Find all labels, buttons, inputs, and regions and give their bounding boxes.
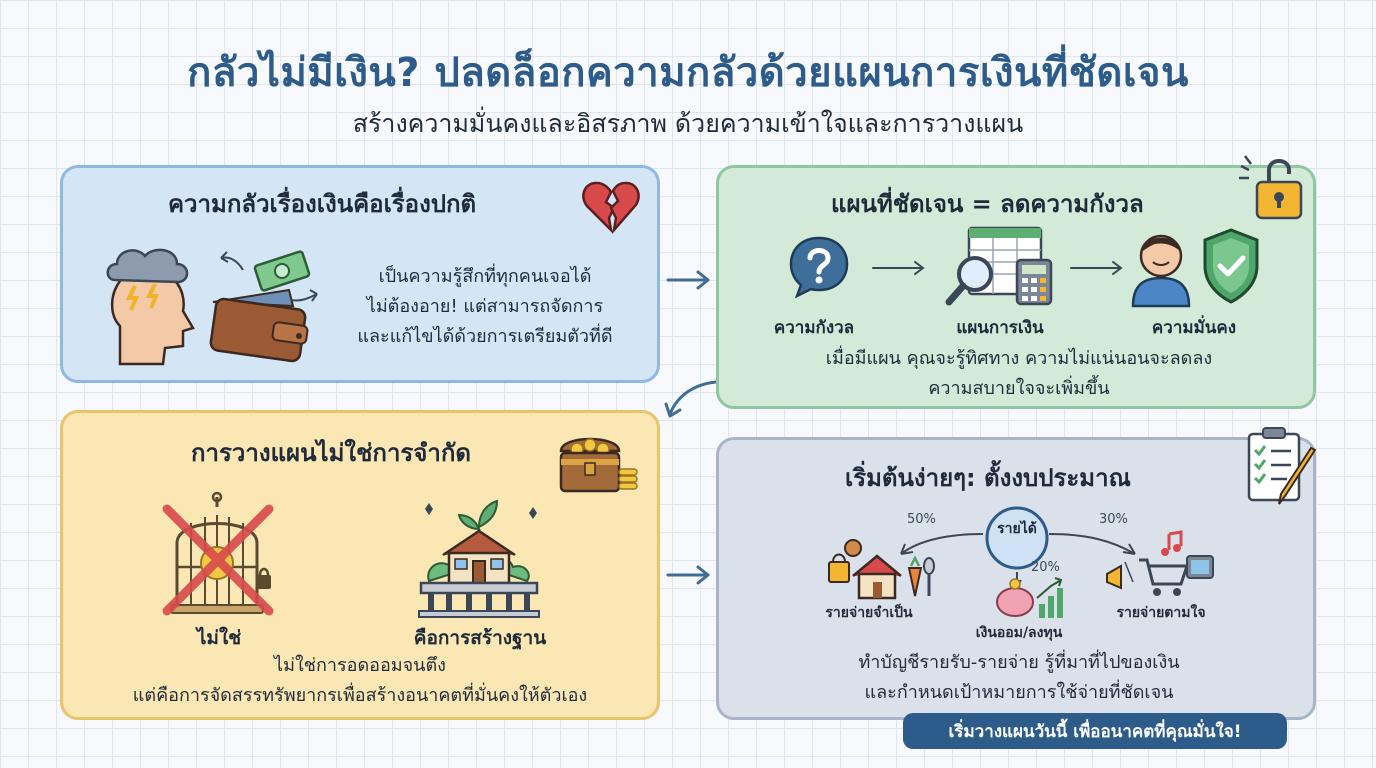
- step-arrow-1: [872, 261, 925, 275]
- house-foundation-icon: [418, 499, 540, 618]
- stressed-head-icon: [106, 248, 195, 366]
- treasure-chest-icon: [559, 437, 638, 493]
- planning-card-title: การวางแผนไม่ใช่การจำกัด: [191, 439, 471, 467]
- crossed-cage-icon: [162, 491, 274, 616]
- fear-card-body-line-1: เป็นความรู้สึกที่ทุกคนเจอได้: [378, 266, 592, 287]
- budget-card-body-line-1: ทำบัญชีรายรับ-รายจ่าย รู้ที่มาที่ไปของเง…: [858, 652, 1180, 673]
- plan-card-title: แผนที่ชัดเจน = ลดความกังวล: [831, 190, 1144, 218]
- savings-piggy-icon: [996, 577, 1063, 618]
- broken-heart-icon: [582, 181, 640, 235]
- step-label-security: ความมั่นคง: [1151, 318, 1237, 338]
- plan-card-body-line-2: ความสบายใจจะเพิ่มขึ้น: [928, 378, 1110, 399]
- page-subtitle: สร้างความมั่นคงและอิสรภาพ ด้วยความเข้าใจ…: [352, 109, 1024, 138]
- clipboard-checklist-icon: [1247, 427, 1317, 505]
- savings-percent: 20%: [1031, 560, 1060, 575]
- planning-card: การวางแผนไม่ใช่การจำกัด: [60, 410, 660, 720]
- needs-percent: 50%: [907, 512, 936, 527]
- arrow-plan-to-planning: [664, 380, 718, 418]
- income-label: รายได้: [997, 521, 1037, 537]
- fear-card: ความกลัวเรื่องเงินคือเรื่องปกติ เป็นความ…: [60, 165, 660, 383]
- step-arrow-2: [1070, 261, 1123, 275]
- cash-icon: [253, 250, 311, 292]
- question-bubble-icon: [789, 236, 849, 299]
- plan-card-body-line-1: เมื่อมีแผน คุณจะรู้ทิศทาง ความไม่แน่นอนจ…: [825, 348, 1213, 369]
- page-title: กลัวไม่มีเงิน? ปลดล็อกความกลัวด้วยแผนการ…: [187, 50, 1189, 96]
- step-label-financial-plan: แผนการเงิน: [956, 318, 1044, 338]
- arrow-planning-to-budget: [666, 565, 710, 585]
- budget-card: เริ่มต้นง่ายๆ: ตั้งงบประมาณ รายได้ 50% 3…: [716, 427, 1317, 720]
- is-foundation-label: คือการสร้างฐาน: [413, 627, 547, 649]
- wallet-icon: [209, 288, 309, 363]
- padlock-icon: [1239, 155, 1303, 220]
- fear-card-title: ความกลัวเรื่องเงินคือเรื่องปกติ: [168, 190, 477, 218]
- budget-card-title: เริ่มต้นง่ายๆ: ตั้งงบประมาณ: [845, 464, 1131, 492]
- cta-start-planning-button[interactable]: เริ่มวางแผนวันนี้ เพื่ออนาคตที่คุณมั่นใจ…: [903, 713, 1287, 749]
- wants-percent: 30%: [1099, 512, 1128, 527]
- needs-house-food-icon: [828, 539, 935, 600]
- spreadsheet-calculator-icon: [945, 226, 1053, 306]
- step-label-anxiety: ความกังวล: [773, 318, 855, 338]
- budget-card-body-line-2: และกำหนดเป้าหมายการใช้จ่ายที่ชัดเจน: [864, 682, 1174, 703]
- motion-arrows-icon: [220, 251, 318, 302]
- not-label: ไม่ใช่: [196, 627, 242, 649]
- income-circle: [985, 506, 1049, 570]
- needs-label: รายจ่ายจำเป็น: [825, 605, 913, 621]
- person-shield-icon: [1131, 228, 1259, 308]
- planning-card-body-line-1: ไม่ใช่การอดออมจนตึง: [274, 655, 446, 676]
- arrow-fear-to-plan: [666, 270, 710, 290]
- wants-shopping-icon: [1106, 530, 1214, 596]
- plan-card: แผนที่ชัดเจน = ลดความกังวล: [716, 155, 1316, 409]
- fear-card-body-line-2: ไม่ต้องอาย! แต่สามารถจัดการ: [366, 296, 604, 317]
- fear-card-body-line-3: และแก้ไขได้ด้วยการเตรียมตัวที่ดี: [357, 326, 613, 347]
- savings-label: เงินออม/ลงทุน: [975, 625, 1063, 641]
- planning-card-body-line-2: แต่คือการจัดสรรทรัพยากรเพื่อสร้างอนาคตที…: [132, 685, 588, 706]
- wants-label: รายจ่ายตามใจ: [1116, 605, 1206, 621]
